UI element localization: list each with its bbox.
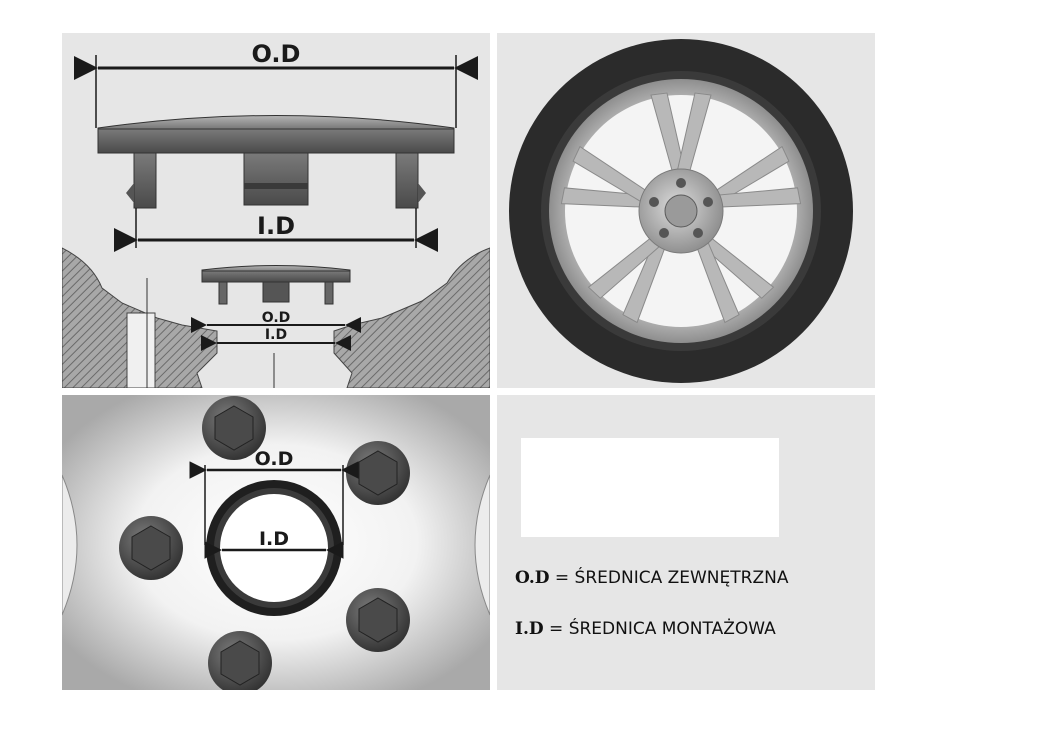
legend-id: I.D = ŚREDNICA MONTAŻOWA — [515, 619, 776, 639]
cap-clip-left-hook — [126, 183, 134, 203]
cap-center-boss — [243, 152, 309, 206]
small-cap-rim — [201, 270, 351, 283]
legend-id-sep: = — [549, 619, 564, 639]
cap-clip-right — [395, 152, 419, 209]
legend-panel: O.D = ŚREDNICA ZEWNĘTRZNA I.D = ŚREDNICA… — [497, 395, 875, 690]
lug-holes — [649, 178, 713, 238]
cap-clip-right-hook — [418, 183, 426, 203]
blank-box — [521, 438, 779, 537]
hub-front-view: O.D I.D — [62, 395, 490, 690]
legend-id-text: ŚREDNICA MONTAŻOWA — [568, 619, 776, 639]
cap-rim — [97, 128, 455, 154]
cap-dimension-diagram: O.D I.D O.D I.D — [62, 33, 490, 388]
lug-bolts — [119, 396, 410, 690]
center-bore — [664, 194, 698, 228]
od-label: O.D — [252, 40, 301, 68]
bottom-id-label: I.D — [259, 528, 289, 550]
small-od-label: O.D — [262, 310, 291, 326]
small-id-label: I.D — [265, 327, 287, 343]
cap-clip-left — [133, 152, 157, 209]
legend-id-abbr: I.D — [515, 619, 544, 639]
spokes — [560, 92, 802, 324]
legend-od: O.D = ŚREDNICA ZEWNĘTRZNA — [515, 568, 788, 588]
cap-top-surface — [97, 115, 455, 132]
hub-section-right — [333, 247, 490, 388]
id-label: I.D — [257, 212, 295, 240]
wheel-photo — [497, 33, 875, 388]
bottom-od-label: O.D — [255, 448, 294, 470]
legend-od-abbr: O.D — [515, 568, 550, 588]
legend-od-sep: = — [554, 568, 570, 588]
legend-od-text: ŚREDNICA ZEWNĘTRZNA — [574, 568, 789, 588]
